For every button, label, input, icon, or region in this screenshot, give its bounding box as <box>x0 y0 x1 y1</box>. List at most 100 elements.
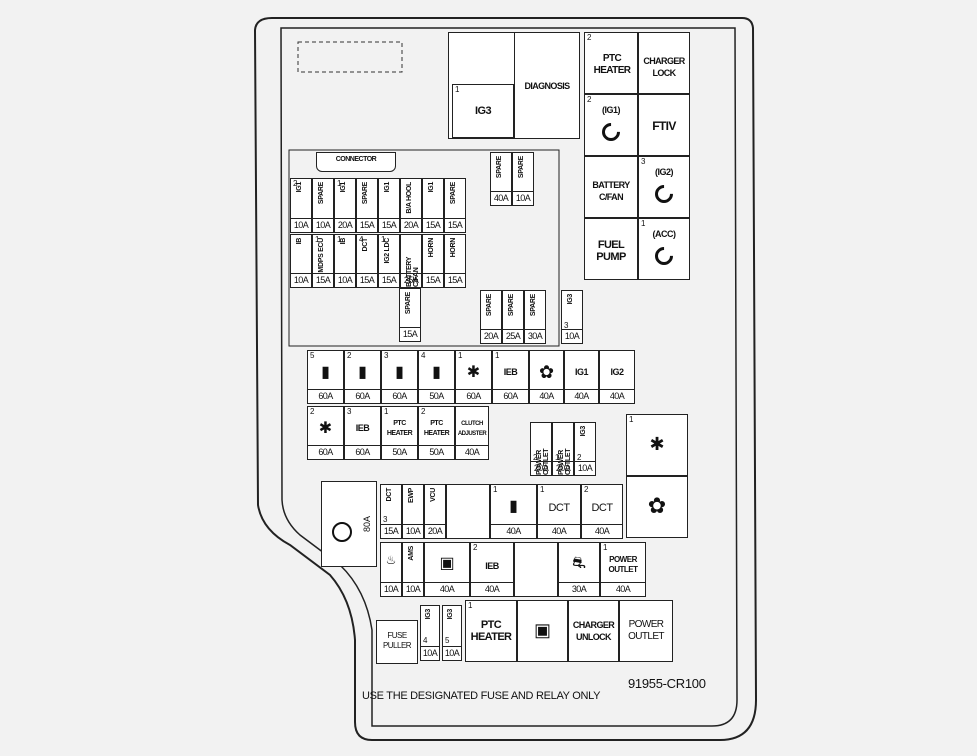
relay-fan: 1 ✱ <box>626 414 688 476</box>
fuse-label: PTC HEATER <box>423 420 450 437</box>
relay-number: 3 <box>641 157 646 166</box>
fuse-number: 1 <box>315 235 320 244</box>
defog-icon: ▣ <box>533 620 551 640</box>
fuse-amp: 10A <box>291 218 311 232</box>
mini-fuse-spare: SPARE 20A <box>480 290 502 344</box>
fuse-amp: 40A <box>456 445 488 459</box>
fuse-number: 3 <box>383 515 388 524</box>
fuse-label: CLUTCH ADJUSTER <box>457 421 487 437</box>
fuse-amp: 30A <box>525 329 545 343</box>
fuse-number: 2 <box>347 351 352 360</box>
circle-icon <box>332 522 352 542</box>
large-fuse: 4▮50A <box>418 350 455 404</box>
fuse-number: 2 <box>310 407 315 416</box>
fuse-amp: 60A <box>345 445 380 459</box>
fuse-number: 5 <box>310 351 315 360</box>
fuse-amp: 40A <box>538 524 580 538</box>
mini-fuse: IB 10A <box>290 234 312 288</box>
relay-label: CHARGER LOCK <box>643 56 685 78</box>
fuse-label: IG3 <box>425 609 432 620</box>
fuse-number: 3 <box>564 321 569 330</box>
mini-fuse: ♨10A <box>380 542 402 597</box>
car-icon: ⛐ <box>572 555 586 572</box>
fuse-number: 2 <box>577 453 582 462</box>
fuse-amp: 10A <box>403 524 423 538</box>
large-fuse: ▣40A <box>424 542 470 597</box>
fuse-label: SPARE <box>486 294 493 317</box>
fuse-label: SPARE <box>450 182 457 205</box>
mdps-amp: 80A <box>362 516 372 533</box>
relay-ftiv: FTIV <box>638 94 690 156</box>
fuse-label: IG2 LDC <box>384 238 391 264</box>
large-fuse: 1✱60A <box>455 350 492 404</box>
battery-icon: ▮ <box>432 364 441 381</box>
fuse-number: 4 <box>423 636 428 645</box>
fuse-number: 1 <box>384 407 389 416</box>
battery-icon: ▮ <box>321 364 330 381</box>
usage-note: USE THE DESIGNATED FUSE AND RELAY ONLY <box>362 690 601 702</box>
fuse-puller-label: FUSE PULLER <box>382 631 412 650</box>
relay-label: POWER OUTLET <box>628 619 664 642</box>
fuse-amp: 50A <box>419 389 454 403</box>
relay-label: (IG2) <box>654 167 674 177</box>
fuse-label: DCT <box>548 502 570 514</box>
relay-number: 1 <box>641 219 646 228</box>
fuse-label: IB <box>296 238 303 245</box>
fuse-label: SPARE <box>508 294 515 317</box>
fuse-number: 2 <box>533 453 538 462</box>
fan-icon: ✿ <box>538 362 555 382</box>
fan-relay-icon: ✱ <box>318 420 333 437</box>
fuse-number: 3 <box>384 351 389 360</box>
large-fuse: CLUTCH ADJUSTER 40A <box>455 406 489 460</box>
fuse-label: VCU <box>430 488 437 502</box>
relay-label: CHARGER UNLOCK <box>572 620 615 642</box>
relay-ptc-heater: 2 PTC HEATER <box>584 32 638 94</box>
fuse-amp: 20A <box>335 218 355 232</box>
relay-diagnosis: DIAGNOSIS <box>514 32 580 139</box>
fuse-amp: 10A <box>291 273 311 287</box>
fuse-label: IG1 <box>428 182 435 193</box>
large-fuse: 5 ▮ 60A <box>307 350 344 404</box>
fuse-number: 1 <box>381 235 386 244</box>
fuse-number: 1 <box>337 179 342 188</box>
fan-icon: ✿ <box>647 493 667 518</box>
fuse-amp: 50A <box>419 445 454 459</box>
relay-power-outlet: POWER OUTLET <box>619 600 673 662</box>
fuse-amp: 20A <box>481 329 501 343</box>
mdps-fuse-holder: 80A <box>321 481 377 567</box>
fuse-amp: 60A <box>308 389 343 403</box>
mini-fuse-spare: SPARE 30A <box>524 290 546 344</box>
large-fuse: 2✱ 60A <box>307 406 344 460</box>
relay-label: PTC HEATER <box>470 619 512 643</box>
fuse-amp: 40A <box>530 389 563 403</box>
defog-icon: ▣ <box>439 555 455 572</box>
fuse-amp: 60A <box>308 445 343 459</box>
fuse-label: SPARE <box>530 294 537 317</box>
fuse-number: 1 <box>337 235 342 244</box>
fuse-puller[interactable]: FUSE PULLER <box>376 620 418 664</box>
fuse-amp: 20A <box>553 461 573 475</box>
fuse-label: DCT <box>362 238 369 252</box>
